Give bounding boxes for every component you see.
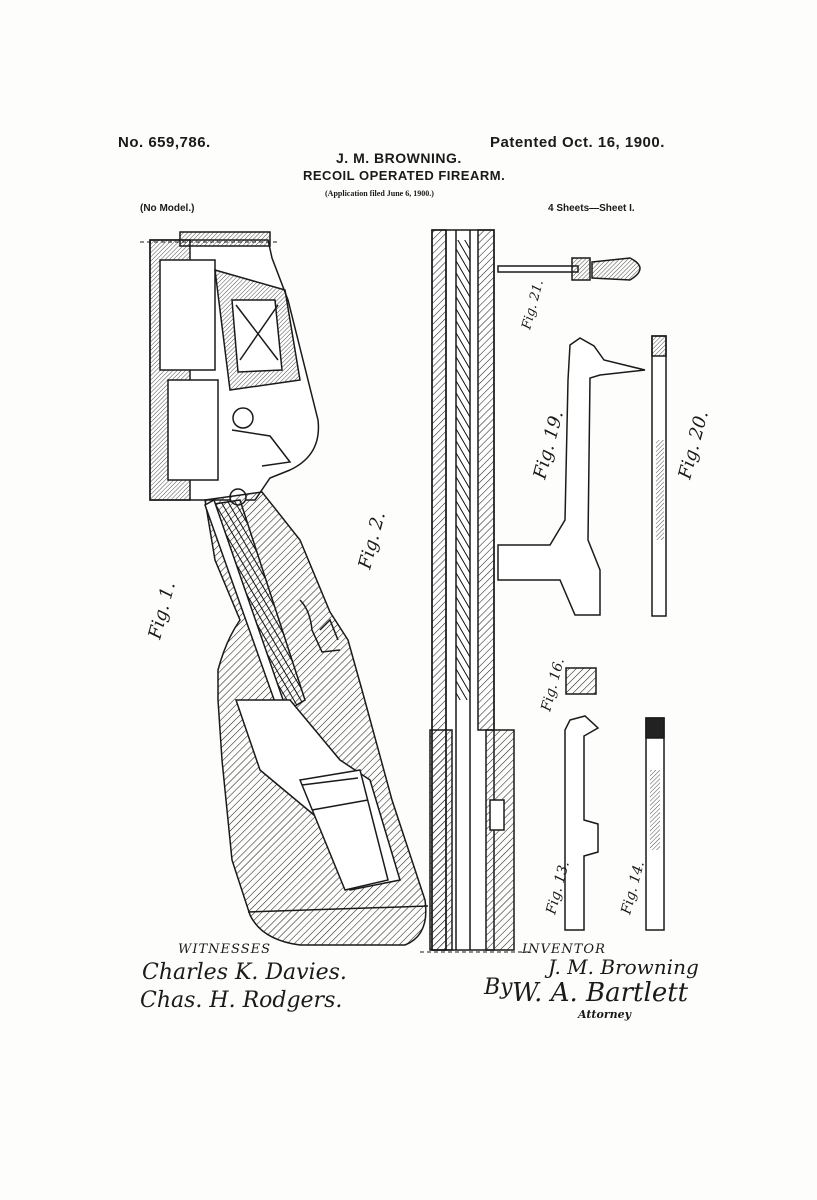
fig2-label: Fig. 2. — [354, 509, 390, 572]
fig16-block-drawing — [565, 667, 597, 695]
fig14-label: Fig. 14. — [618, 859, 648, 917]
fig21-pin-drawing — [497, 257, 641, 281]
fig1-label: Fig. 1. — [144, 579, 180, 642]
patent-date: Patented Oct. 16, 1900. — [490, 134, 665, 151]
inventor-name: J. M. BROWNING. — [336, 150, 462, 166]
model-note: (No Model.) — [140, 203, 195, 214]
patent-number: No. 659,786. — [118, 134, 211, 151]
fig20-rod-drawing — [651, 335, 667, 617]
witness-1-signature: Charles K. Davies. — [142, 960, 347, 985]
fig14-part-drawing — [645, 717, 665, 931]
sheet-number: 4 Sheets—Sheet I. — [548, 203, 635, 214]
by-label: By — [484, 975, 513, 1000]
witnesses-label: WITNESSES — [178, 942, 272, 957]
inventor-signature: J. M. Browning — [548, 955, 699, 979]
fig13-part-drawing — [564, 715, 600, 931]
attorney-signature: W. A. Bartlett — [512, 978, 689, 1008]
fig2-barrel-drawing — [420, 229, 530, 953]
witness-2-signature: Chas. H. Rodgers. — [140, 988, 343, 1013]
fig21-label: Fig. 21. — [519, 278, 547, 332]
application-date: (Application filed June 6, 1900.) — [325, 189, 434, 198]
fig20-label: Fig. 20. — [674, 408, 713, 482]
inventor-label: INVENTOR — [522, 942, 606, 957]
fig19-lever-drawing — [497, 337, 646, 616]
fig19-label: Fig. 19. — [529, 408, 568, 482]
fig1-action-drawing — [140, 231, 429, 946]
attorney-label: Attorney — [578, 1008, 632, 1021]
patent-title: RECOIL OPERATED FIREARM. — [303, 168, 506, 183]
fig16-label: Fig. 16. — [538, 656, 568, 714]
